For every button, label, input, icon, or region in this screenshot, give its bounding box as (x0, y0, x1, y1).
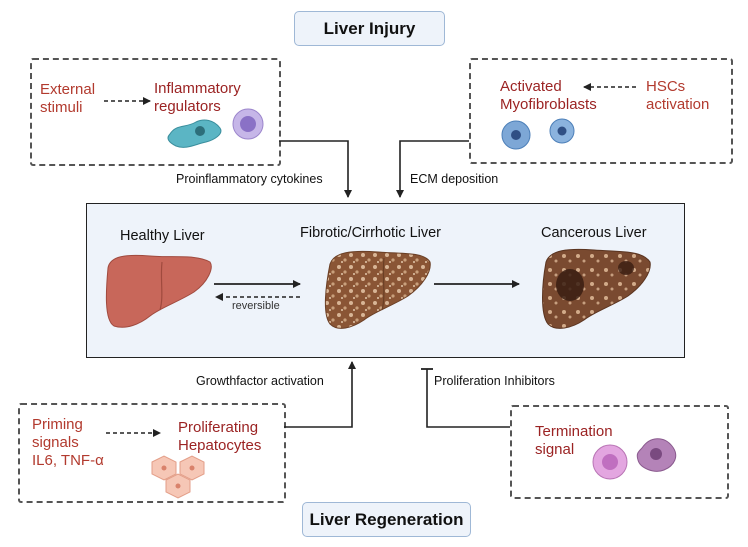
myofibroblast-box (469, 58, 733, 164)
liver-regeneration-title: Liver Regeneration (302, 502, 471, 537)
inhibitor-line (426, 369, 510, 428)
healthy-liver-icon (105, 254, 212, 328)
macrophage-cell-icon (167, 119, 222, 148)
cancerous-liver-label: Cancerous Liver (541, 225, 647, 241)
reversible-label: reversible (232, 300, 280, 312)
proliferation-inhibitors-label: Proliferation Inhibitors (434, 374, 555, 388)
termination-cell-icon-1 (592, 444, 628, 480)
termination-box (510, 405, 729, 499)
ecm-arrow (396, 140, 469, 198)
healthy-liver-ligament (159, 261, 163, 311)
liver-injury-title: Liver Injury (294, 11, 445, 46)
healthy-liver-label: Healthy Liver (120, 228, 205, 244)
fibrotic-liver-ligament (381, 257, 385, 311)
priming-signals-label: Priming signals IL6, TNF-α (32, 416, 104, 469)
termination-cell-icon-2 (636, 438, 677, 472)
hepatocyte-cells-icon (151, 455, 205, 499)
myofibroblast-cell-icon-2 (549, 118, 575, 144)
priming-box (18, 403, 286, 503)
tumor-small-icon (618, 261, 634, 275)
cytokines-arrow (279, 140, 352, 198)
proinflammatory-cytokines-label: Proinflammatory cytokines (176, 172, 323, 186)
myofibroblast-cell-icon-1 (501, 120, 531, 150)
inflammation-box (30, 58, 281, 166)
growthfactor-arrow (284, 361, 356, 428)
termination-signal-label: Termination signal (535, 423, 613, 458)
inflammatory-regulators-label: Inflammatory regulators (154, 80, 241, 115)
liver-regeneration-title-text: Liver Regeneration (309, 509, 464, 529)
tumor-mass-icon (556, 269, 584, 301)
hscs-activation-label: HSCs activation (646, 78, 710, 113)
ecm-deposition-label: ECM deposition (410, 172, 499, 186)
fibrotic-liver-label: Fibrotic/Cirrhotic Liver (300, 225, 441, 241)
growthfactor-activation-label: Growthfactor activation (196, 374, 324, 388)
fibrotic-liver-icon (324, 250, 431, 329)
liver-injury-title-text: Liver Injury (323, 18, 416, 38)
activated-myofibroblasts-label: Activated Myofibroblasts (500, 78, 597, 113)
lymphocyte-cell-icon (232, 108, 264, 140)
external-stimuli-label: External stimuli (40, 81, 96, 116)
proliferating-hepatocytes-label: Proliferating Hepatocytes (178, 419, 262, 454)
